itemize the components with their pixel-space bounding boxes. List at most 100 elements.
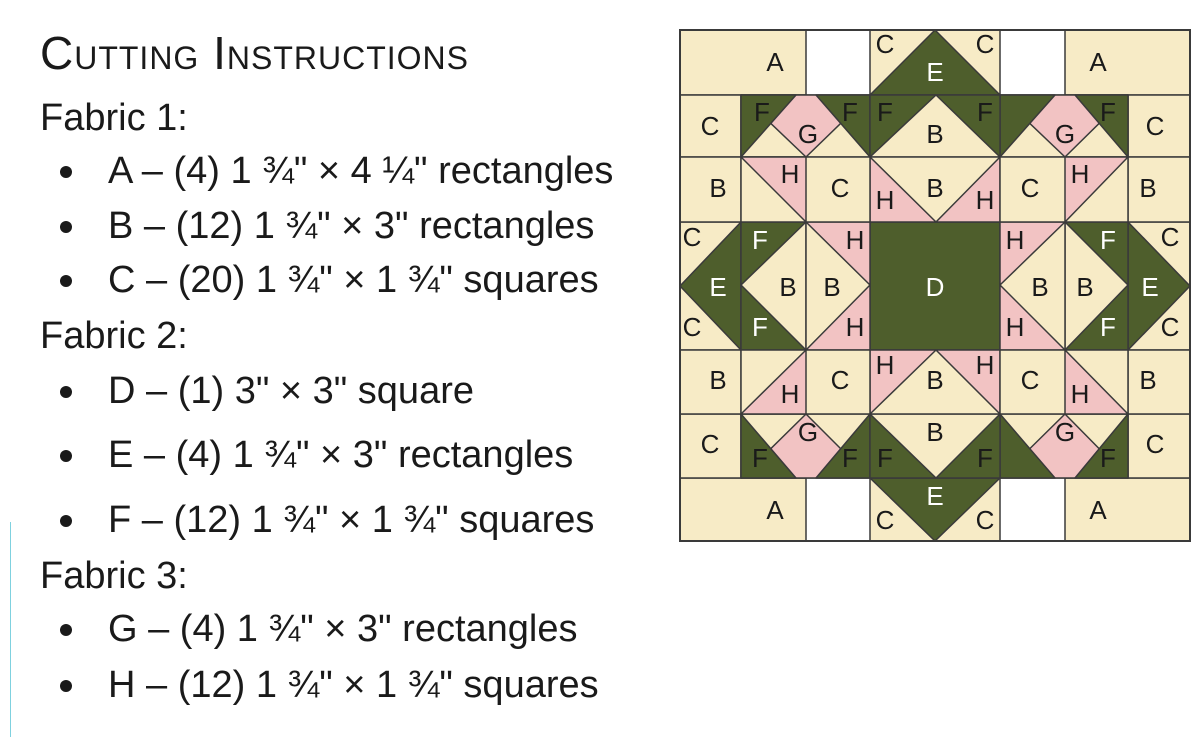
bullet-icon — [60, 449, 72, 462]
patch-label-e: E — [709, 272, 726, 302]
patch-label-b: B — [926, 417, 943, 447]
list-item: H – (12) 1 ¾" × 1 ¾" squares — [60, 664, 599, 707]
patch-label-b: B — [1139, 173, 1156, 203]
patch-label-h: H — [1071, 379, 1090, 409]
list-item-text: C – (20) 1 ¾" × 1 ¾" squares — [108, 259, 599, 301]
patch-label-c: C — [1146, 429, 1165, 459]
patch-label-c: C — [831, 173, 850, 203]
title-text: Cutting Instructions — [40, 27, 469, 79]
patch-label-b: B — [779, 272, 796, 302]
patch-label-h: H — [1071, 159, 1090, 189]
accent-line — [10, 522, 11, 737]
patch-label-f: F — [752, 225, 768, 255]
patch-label-g: G — [798, 417, 818, 447]
patch-label-f: F — [1100, 225, 1116, 255]
patch-label-c: C — [701, 111, 720, 141]
patch-label-c: C — [976, 505, 995, 535]
bullet-icon — [60, 165, 72, 178]
patch-label-h: H — [846, 312, 865, 342]
bullet-icon — [60, 274, 72, 287]
bullet-icon — [60, 385, 72, 398]
patch-label-h: H — [1006, 225, 1025, 255]
patch-label-f: F — [977, 443, 993, 473]
patch-b — [1127, 156, 1191, 223]
patch-label-f: F — [977, 97, 993, 127]
patch-label-a: A — [1089, 47, 1107, 77]
list-item: F – (12) 1 ¾" × 1 ¾" squares — [60, 499, 594, 542]
patch-label-g: G — [798, 119, 818, 149]
patch-label-d: D — [926, 272, 945, 302]
patch-label-f: F — [842, 97, 858, 127]
patch-label-b: B — [1076, 272, 1093, 302]
patch-label-c: C — [683, 312, 702, 342]
patch-label-b: B — [926, 365, 943, 395]
bullet-icon — [60, 679, 72, 692]
fabric-2-heading: Fabric 2: — [40, 315, 188, 357]
patch-label-h: H — [976, 185, 995, 215]
patch-label-f: F — [752, 312, 768, 342]
patch-f — [935, 413, 1001, 479]
patch-label-f: F — [752, 443, 768, 473]
list-item: B – (12) 1 ¾" × 3" rectangles — [60, 205, 594, 248]
patch-b — [1127, 349, 1191, 415]
patch-h — [740, 349, 807, 415]
patch-label-c: C — [701, 429, 720, 459]
patch-a — [1064, 29, 1191, 96]
patch-label-f: F — [877, 97, 893, 127]
patch-label-a: A — [766, 47, 784, 77]
patch-label-e: E — [1141, 272, 1158, 302]
patch-label-b: B — [709, 173, 726, 203]
patch-label-h: H — [846, 225, 865, 255]
list-item-text: E – (4) 1 ¾" × 3" rectangles — [108, 434, 574, 476]
patch-label-f: F — [1100, 312, 1116, 342]
patch-label-h: H — [781, 379, 800, 409]
patch-f — [935, 94, 1001, 158]
patch-h — [740, 156, 807, 223]
patch-label-c: C — [1161, 222, 1180, 252]
list-item-text: F – (12) 1 ¾" × 1 ¾" squares — [108, 499, 595, 541]
list-item-text: A – (4) 1 ¾" × 4 ¼" rectangles — [108, 150, 614, 192]
quilt-border — [679, 29, 1191, 542]
bullet-icon — [60, 514, 72, 527]
list-item: C – (20) 1 ¾" × 1 ¾" squares — [60, 259, 599, 302]
patch-label-c: C — [831, 365, 850, 395]
fabric-3-heading: Fabric 3: — [40, 555, 188, 597]
patch-label-b: B — [926, 173, 943, 203]
patch-label-h: H — [976, 350, 995, 380]
patch-label-g: G — [1055, 417, 1075, 447]
patch-a — [679, 29, 807, 96]
patch-label-g: G — [1055, 119, 1075, 149]
list-item-text: G – (4) 1 ¾" × 3" rectangles — [108, 608, 578, 650]
patch-label-h: H — [781, 159, 800, 189]
bullet-icon — [60, 220, 72, 233]
patch-label-e: E — [926, 57, 943, 87]
patch-label-h: H — [876, 185, 895, 215]
patch-label-f: F — [754, 97, 770, 127]
patch-label-h: H — [876, 350, 895, 380]
page-title: Cutting Instructions — [40, 26, 469, 80]
fabric-1-heading: Fabric 1: — [40, 97, 188, 139]
patch-label-f: F — [842, 443, 858, 473]
patch-f — [869, 94, 937, 158]
patch-label-c: C — [1161, 312, 1180, 342]
patch-label-b: B — [1031, 272, 1048, 302]
patch-label-c: C — [876, 505, 895, 535]
patch-label-f: F — [877, 443, 893, 473]
bullet-icon — [60, 623, 72, 636]
list-item: G – (4) 1 ¾" × 3" rectangles — [60, 608, 578, 651]
patch-label-c: C — [683, 222, 702, 252]
patch-label-c: C — [876, 29, 895, 59]
patch-f — [1074, 94, 1129, 158]
patch-label-b: B — [709, 365, 726, 395]
patch-label-c: C — [976, 29, 995, 59]
patch-label-b: B — [823, 272, 840, 302]
patch-label-e: E — [926, 481, 943, 511]
list-item-text: H – (12) 1 ¾" × 1 ¾" squares — [108, 664, 599, 706]
patch-a — [679, 477, 807, 542]
patch-label-b: B — [926, 119, 943, 149]
list-item: E – (4) 1 ¾" × 3" rectangles — [60, 434, 573, 477]
patch-label-f: F — [1100, 97, 1116, 127]
patch-label-c: C — [1146, 111, 1165, 141]
patch-label-a: A — [1089, 495, 1107, 525]
list-item-text: B – (12) 1 ¾" × 3" rectangles — [108, 205, 595, 247]
